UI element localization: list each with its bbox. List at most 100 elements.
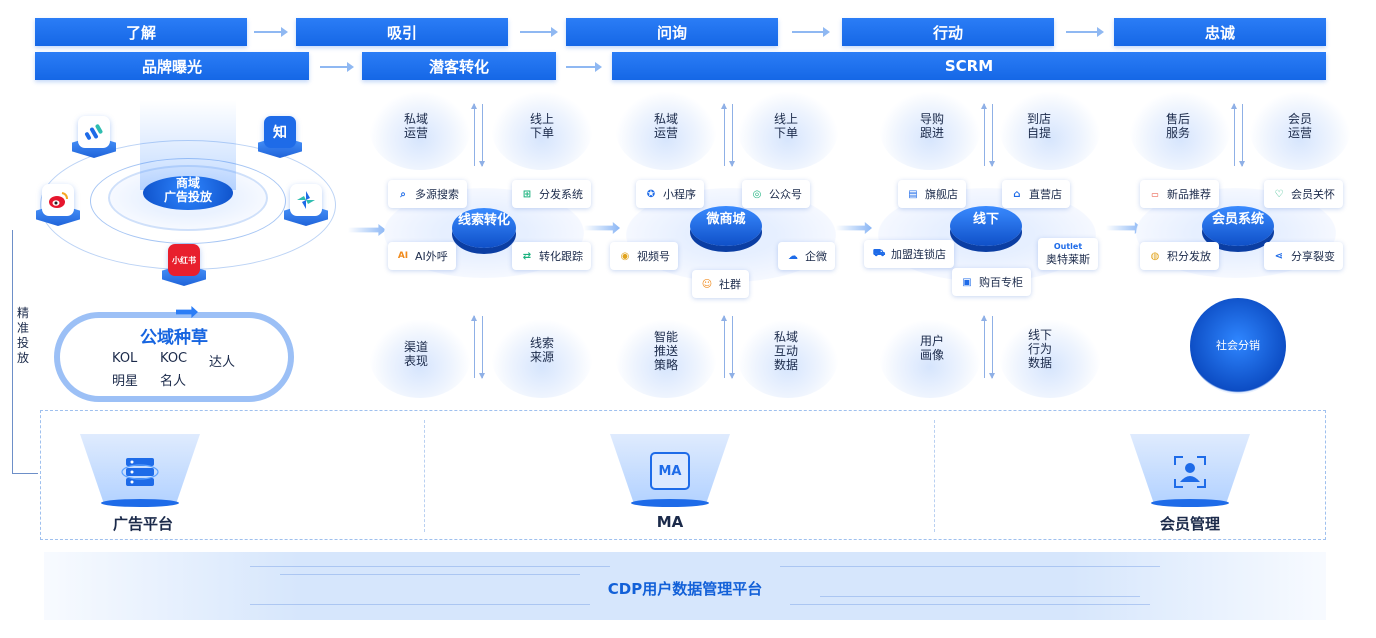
label-smart-push: 智能推送策略 [654, 330, 679, 372]
official-account-icon: ◎ [752, 188, 762, 200]
flagship-store-icon: ▤ [908, 188, 918, 200]
chip-direct-store[interactable]: ⌂直营店 [1002, 180, 1070, 208]
ai-call-icon: AI [397, 251, 409, 261]
label-offline-behavior: 线下行为数据 [1028, 328, 1053, 370]
zhihu-platform[interactable]: 知 [258, 116, 302, 160]
systems-container [40, 410, 1326, 540]
social-distribution-label: 社会分销 [1216, 339, 1260, 352]
stage-inquiry: 问询 [566, 18, 778, 46]
label-online-order: 线上下单 [530, 112, 555, 140]
stage-scrm: SCRM [612, 52, 1326, 80]
pinwheel-platform[interactable] [284, 184, 328, 228]
chip-community[interactable]: ☺社群 [692, 270, 749, 298]
chip-points[interactable]: ◍积分发放 [1140, 242, 1219, 270]
franchise-store-icon: ⛟ [872, 247, 886, 259]
department-counter-icon: ▣ [962, 276, 972, 288]
chip-video-account[interactable]: ◉视频号 [610, 242, 678, 270]
distribution-icon: ⊞ [522, 188, 532, 200]
xiaohongshu-label: 小红书 [172, 255, 196, 265]
new-product-icon: ▭ [1151, 189, 1159, 199]
pill-word-kol: KOL [112, 351, 138, 366]
chip-new-product[interactable]: ▭新品推荐 [1140, 180, 1219, 208]
stage-understand: 了解 [35, 18, 247, 46]
pill-word-star: 明星 [112, 374, 139, 389]
app-logo-platform[interactable] [72, 116, 116, 160]
chip-official-account[interactable]: ◎公众号 [742, 180, 810, 208]
member-care-icon: ♡ [1274, 188, 1284, 200]
ad-hub [143, 176, 233, 210]
share-icon: ⋖ [1274, 250, 1284, 262]
zhihu-icon: 知 [264, 116, 296, 148]
weibo-platform[interactable] [36, 184, 80, 228]
video-account-icon: ◉ [620, 250, 630, 262]
conversion-icon: ⇄ [522, 250, 532, 262]
label-private-data: 私域互动数据 [774, 330, 799, 372]
chip-franchise-store[interactable]: ⛟加盟连锁店 [864, 240, 954, 268]
precision-label: 精准投放 [16, 306, 29, 365]
hub-title: 线下 [972, 212, 999, 227]
ma-icon: MA [650, 452, 690, 490]
label-member-ops: 会员运营 [1288, 112, 1313, 140]
flow-arrow [584, 222, 620, 234]
chip-share-viral[interactable]: ⋖分享裂变 [1264, 242, 1343, 270]
pill-title: 公域种草 [140, 328, 208, 348]
zhihu-label: 知 [273, 125, 287, 141]
ma-label: MA [656, 513, 684, 531]
hub-disc [1202, 206, 1274, 246]
label-user-persona: 用户画像 [920, 334, 945, 362]
stage-arrow [566, 62, 602, 72]
hub-disc [950, 206, 1022, 246]
chip-distribution[interactable]: ⊞分发系统 [512, 180, 591, 208]
label-after-sales: 售后服务 [1166, 112, 1191, 140]
chip-department-counter[interactable]: ▣购百专柜 [952, 268, 1031, 296]
flow-arrow [348, 224, 386, 236]
app-logo-icon [78, 116, 110, 148]
xiaohongshu-platform[interactable]: 小红书 [162, 244, 206, 288]
social-distribution-orb[interactable] [1190, 298, 1286, 394]
label-lead-source: 线索来源 [530, 336, 555, 364]
hub-title: 会员系统 [1211, 212, 1264, 227]
stage-lead-conversion: 潜客转化 [362, 52, 556, 80]
pill-word-daren: 达人 [209, 355, 236, 370]
public-seeding-pill [54, 312, 294, 402]
cdp-platform-bar[interactable] [44, 552, 1326, 620]
chip-conversion-tracking[interactable]: ⇄转化跟踪 [512, 242, 591, 270]
precision-bracket [12, 230, 38, 474]
hub-title: 微商城 [706, 212, 746, 227]
stage-arrow [520, 27, 558, 37]
pinwheel-app-icon [290, 184, 322, 216]
chip-multi-search[interactable]: ⌕多源搜索 [388, 180, 467, 208]
search-icon: ⌕ [400, 188, 406, 200]
label-guide-followup: 导购跟进 [920, 112, 945, 140]
label-channel-performance: 渠道表现 [404, 340, 429, 368]
outlet-icon: Outlet [1053, 241, 1083, 251]
member-management-label: 会员管理 [1159, 515, 1220, 533]
chip-member-care[interactable]: ♡会员关怀 [1264, 180, 1343, 208]
stage-brand-exposure: 品牌曝光 [35, 52, 309, 80]
hub-disc [452, 208, 516, 248]
server-stack-icon [118, 450, 162, 494]
chip-flagship-store[interactable]: ▤旗舰店 [898, 180, 966, 208]
stage-arrow [1066, 27, 1104, 37]
mini-program-icon: ✪ [646, 188, 656, 200]
member-profile-icon [1170, 452, 1210, 492]
stage-action: 行动 [842, 18, 1054, 46]
xiaohongshu-icon: 小红书 [168, 244, 200, 276]
hub-disc [690, 206, 762, 246]
chip-wecom[interactable]: ☁企微 [778, 242, 835, 270]
stage-loyalty: 忠诚 [1114, 18, 1326, 46]
points-icon: ◍ [1150, 250, 1160, 262]
cdp-label: CDP用户数据管理平台 [607, 580, 763, 598]
stage-arrow [792, 27, 830, 37]
flow-arrow [836, 222, 872, 234]
chip-mini-program[interactable]: ✪小程序 [636, 180, 704, 208]
pill-word-celebrity: 名人 [160, 374, 187, 389]
orbit-ring-inner [90, 158, 286, 244]
light-beam [140, 100, 236, 190]
label-online-order: 线上下单 [774, 112, 799, 140]
label-private-ops: 私域运营 [654, 112, 679, 140]
weibo-icon [42, 184, 74, 216]
label-store-pickup: 到店自提 [1027, 112, 1052, 140]
